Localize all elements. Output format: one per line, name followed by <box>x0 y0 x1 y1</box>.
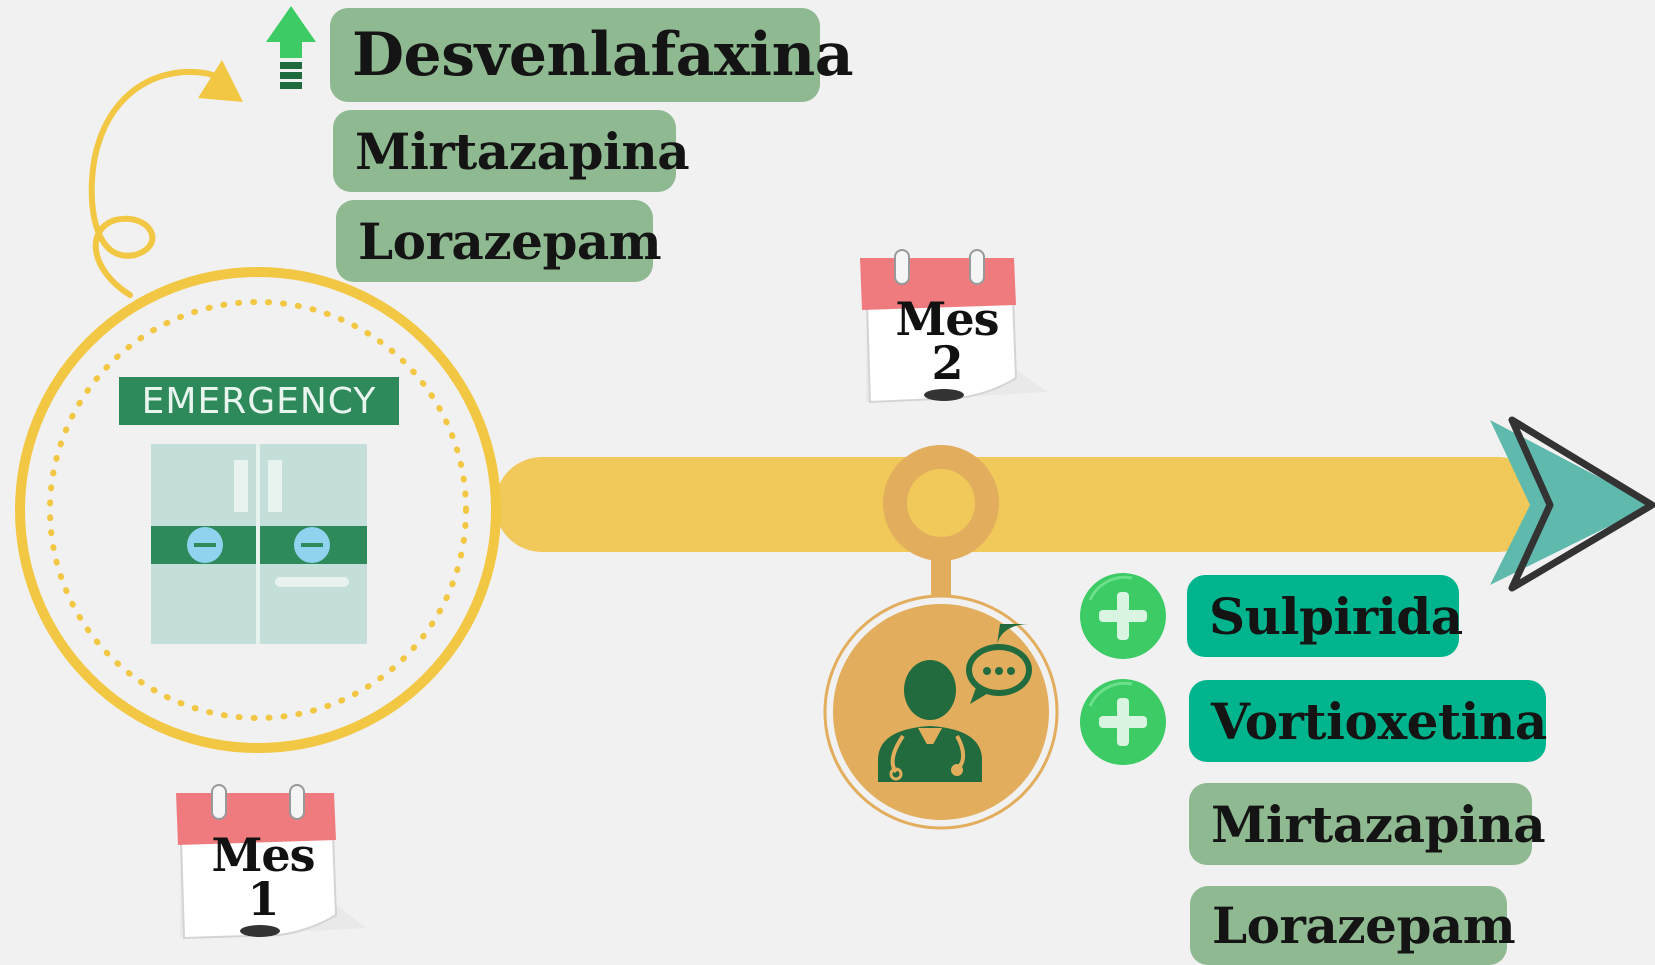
timeline-node <box>883 445 999 561</box>
med-pill-desvenlafaxina: Desvenlafaxina <box>330 8 854 102</box>
calendar-icon <box>176 784 366 940</box>
up-arrow-icon <box>266 6 316 89</box>
timeline-bar <box>495 457 1545 552</box>
emergency-door-icon <box>151 444 367 644</box>
med-pill-sulpirida: Sulpirida <box>1187 575 1463 657</box>
med-pill-mirtazapina: Mirtazapina <box>1189 783 1546 865</box>
curly-arrow <box>88 68 235 298</box>
med-pill-vortioxetina: Vortioxetina <box>1189 680 1547 762</box>
calendar-label-month-2: Mes 2 <box>887 292 1007 390</box>
node-connector <box>931 548 951 608</box>
calendar-word: Mes <box>211 828 315 882</box>
emergency-sign: EMERGENCY <box>119 377 399 425</box>
calendar-number: 1 <box>247 871 279 926</box>
plus-circle-icon <box>1080 679 1166 765</box>
plus-circle-icon <box>1080 573 1166 659</box>
doctor-consult-icon <box>878 624 1036 782</box>
calendar-label-month-1: Mes 1 <box>203 828 323 926</box>
emergency-dotted-ring <box>47 299 469 721</box>
curly-arrow-head <box>198 60 243 102</box>
timeline-arrowhead-outline <box>1508 416 1655 592</box>
calendar-word: Mes <box>895 292 999 346</box>
med-pill-lorazepam: Lorazepam <box>336 200 662 282</box>
med-pill-mirtazapina: Mirtazapina <box>333 110 690 192</box>
med-pill-lorazepam: Lorazepam <box>1190 886 1516 965</box>
calendar-number: 2 <box>931 335 963 390</box>
calendar-icon <box>860 249 1048 404</box>
